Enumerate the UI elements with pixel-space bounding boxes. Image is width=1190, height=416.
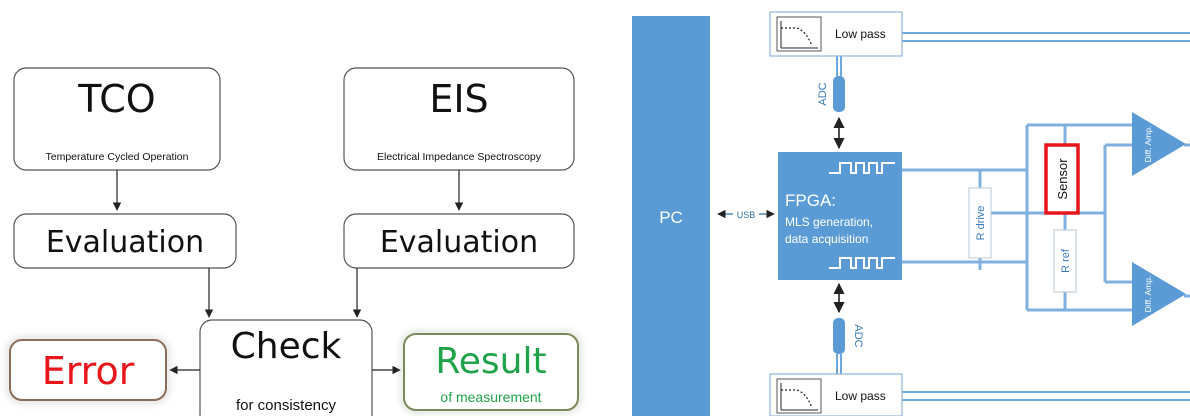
low-pass-top: Low pass bbox=[769, 11, 903, 57]
diff-amp-top: Diff. Amp. bbox=[1132, 112, 1186, 176]
error-box: Error bbox=[9, 339, 167, 401]
usb-link: USB bbox=[717, 208, 775, 220]
circuit-wires bbox=[902, 123, 1190, 312]
pc-label: PC bbox=[659, 208, 683, 227]
evaluation-left-box: Evaluation bbox=[13, 213, 237, 269]
check-title: Check bbox=[231, 326, 342, 367]
bus-top bbox=[902, 32, 1190, 42]
r-ref-resistor: R ref bbox=[1053, 229, 1077, 293]
evaluation-left-label: Evaluation bbox=[46, 225, 204, 260]
evaluation-right-label: Evaluation bbox=[380, 225, 538, 260]
eis-subtitle: Electrical Impedance Spectroscopy bbox=[377, 151, 542, 163]
sensor-label: Sensor bbox=[1055, 158, 1070, 200]
eis-title: EIS bbox=[429, 77, 488, 121]
low-pass-bottom: Low pass bbox=[769, 373, 903, 416]
square-wave-icon bbox=[829, 257, 895, 269]
evaluation-right-box: Evaluation bbox=[343, 213, 575, 269]
pc-block: PC bbox=[632, 16, 710, 416]
low-pass-top-label: Low pass bbox=[835, 27, 886, 41]
lowpass-curve-icon bbox=[780, 383, 818, 411]
fpga-line1: MLS generation, bbox=[785, 215, 873, 229]
diff-amp-bottom: Diff. Amp. bbox=[1132, 262, 1186, 326]
check-subtitle: for consistency bbox=[236, 397, 337, 414]
fpga-title: FPGA: bbox=[785, 191, 836, 210]
tco-title: TCO bbox=[77, 77, 155, 121]
schematic: PC USB FPGA: MLS generation, data acquis… bbox=[632, 11, 1190, 416]
adc-top: ADC bbox=[817, 56, 845, 150]
result-box: Result of measurement bbox=[403, 333, 579, 411]
adc-bottom-label: ADC bbox=[852, 324, 864, 347]
low-pass-bottom-label: Low pass bbox=[835, 389, 886, 403]
lowpass-curve-icon bbox=[780, 21, 818, 49]
bus-bottom bbox=[902, 391, 1190, 401]
flowchart: TCO Temperature Cycled Operation EIS Ele… bbox=[9, 67, 579, 416]
diff-amp-top-label: Diff. Amp. bbox=[1143, 126, 1153, 163]
check-box: Check for consistency bbox=[199, 319, 373, 416]
tco-box: TCO Temperature Cycled Operation bbox=[13, 67, 221, 171]
r-drive-resistor: R drive bbox=[968, 187, 992, 259]
fpga-block: FPGA: MLS generation, data acquisition bbox=[778, 152, 902, 280]
result-subtitle: of measurement bbox=[440, 389, 541, 405]
r-ref-label: R ref bbox=[1060, 248, 1072, 273]
adc-top-label: ADC bbox=[817, 82, 829, 105]
adc-bottom: ADC bbox=[833, 282, 864, 374]
sensor-element: Sensor bbox=[1044, 143, 1080, 215]
usb-label: USB bbox=[737, 210, 756, 220]
r-drive-label: R drive bbox=[975, 206, 987, 241]
result-title: Result bbox=[435, 341, 546, 382]
square-wave-icon bbox=[829, 162, 895, 174]
tco-subtitle: Temperature Cycled Operation bbox=[46, 151, 189, 163]
error-label: Error bbox=[42, 349, 135, 393]
eis-box: EIS Electrical Impedance Spectroscopy bbox=[343, 67, 575, 171]
diff-amp-bottom-label: Diff. Amp. bbox=[1143, 276, 1153, 313]
fpga-line2: data acquisition bbox=[785, 232, 868, 246]
